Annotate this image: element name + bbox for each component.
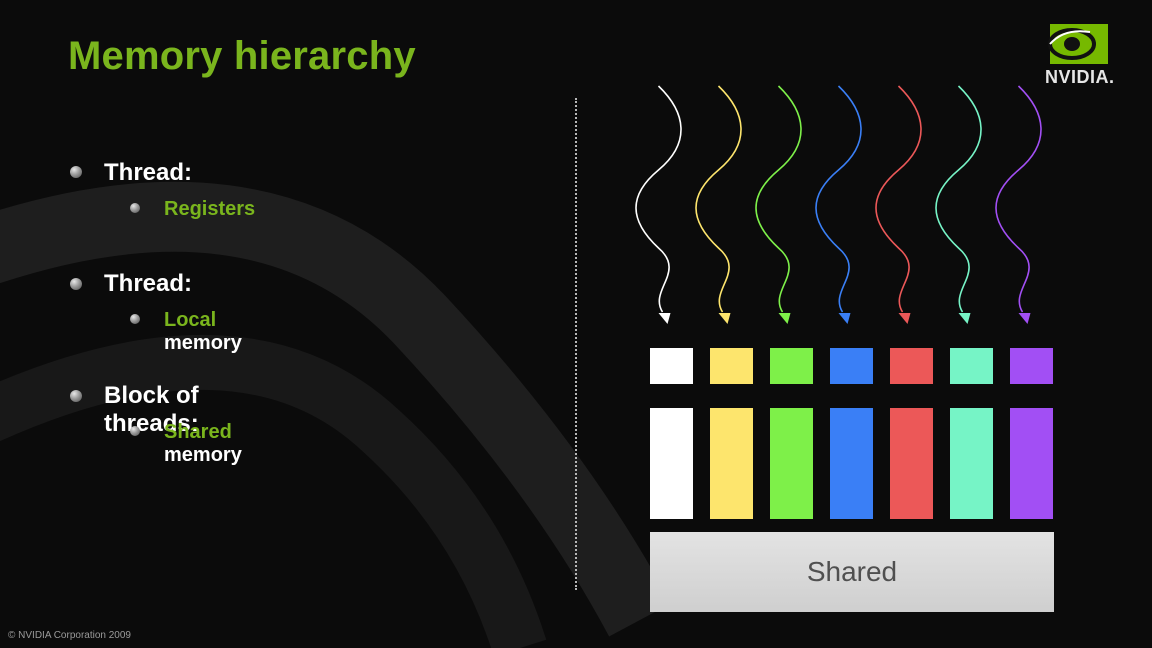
sub-bullet-icon (130, 426, 140, 436)
copyright-text: © NVIDIA Corporation 2009 (8, 630, 131, 641)
sub-bullet-shared-memory: Shared memory (164, 421, 242, 466)
register-block (650, 348, 693, 384)
dotted-divider (575, 98, 577, 590)
thread-line (635, 85, 682, 313)
sub-bullet-registers: Registers (164, 198, 256, 220)
nvidia-logo-text: NVIDIA. (1045, 67, 1115, 87)
thread-arrowhead (718, 313, 731, 324)
register-block (950, 348, 993, 384)
bullet-icon (70, 390, 82, 402)
shared-memory-block: Shared (650, 532, 1054, 612)
thread-line (815, 85, 862, 313)
thread-line (755, 85, 802, 313)
bullet-icon (70, 166, 82, 178)
local-memory-block (1010, 408, 1053, 519)
nvidia-logo-icon (1048, 24, 1108, 64)
thread-arrowhead (658, 313, 671, 324)
register-block (830, 348, 873, 384)
bullet-heading-thread-local: Thread: (104, 270, 193, 297)
local-memory-block (830, 408, 873, 519)
thread-arrowhead (778, 313, 791, 324)
bullet-heading-thread-registers: Thread: (104, 159, 193, 186)
local-memory-block (950, 408, 993, 519)
thread-line (695, 85, 742, 313)
slide-title: Memory hierarchy (68, 34, 416, 78)
thread-line (995, 85, 1042, 313)
local-memory-block (770, 408, 813, 519)
sub-bullet-icon (130, 203, 140, 213)
register-block (770, 348, 813, 384)
sub-bullet-local-memory: Local memory (164, 309, 242, 354)
bullet-icon (70, 278, 82, 290)
register-block (710, 348, 753, 384)
sub-bullet-icon (130, 314, 140, 324)
thread-line (935, 85, 982, 313)
local-memory-block (710, 408, 753, 519)
register-block (1010, 348, 1053, 384)
thread-arrowhead (958, 313, 971, 324)
register-block (890, 348, 933, 384)
thread-arrowhead (838, 313, 851, 324)
thread-arrowhead (1018, 313, 1031, 324)
thread-line (875, 85, 922, 313)
thread-arrowhead (898, 313, 911, 324)
bullet-heading-block-of-threads: Block of threads: (104, 382, 199, 437)
local-memory-block (890, 408, 933, 519)
local-memory-block (650, 408, 693, 519)
